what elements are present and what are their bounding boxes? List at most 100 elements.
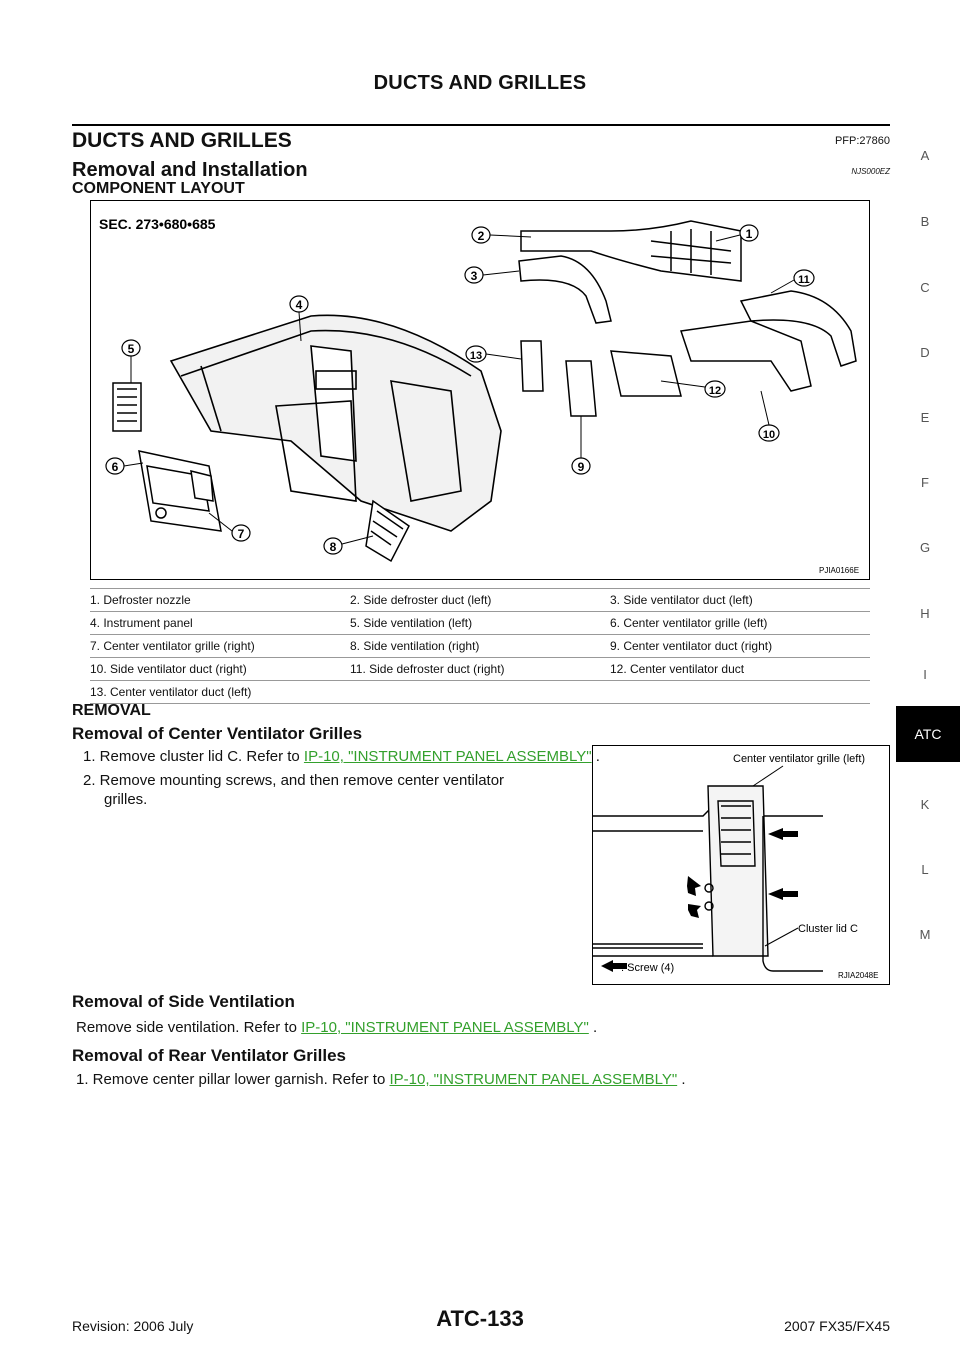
svg-text:3: 3 xyxy=(471,269,478,283)
index-tab-a[interactable]: A xyxy=(920,148,930,163)
step-1: 1. Remove cluster lid C. Refer to IP-10,… xyxy=(83,748,600,765)
legend-item: 4. Instrument panel xyxy=(90,616,193,630)
step-2-line-1: 2. Remove mounting screws, and then remo… xyxy=(83,772,505,789)
component-layout-drawing: SEC. 273•680•685 PJIA0166E xyxy=(99,216,859,575)
index-tab-e[interactable]: E xyxy=(920,410,930,425)
svg-text:13: 13 xyxy=(470,350,482,362)
legend-item: 3. Side ventilator duct (left) xyxy=(610,593,753,607)
index-tab-c[interactable]: C xyxy=(920,280,930,295)
side-ventilation-text: Remove side ventilation. Refer to IP-10,… xyxy=(76,1019,598,1036)
figure1-code: PJIA0166E xyxy=(819,566,859,575)
footer-model: 2007 FX35/FX45 xyxy=(784,1318,890,1334)
svg-text:1: 1 xyxy=(746,227,753,241)
legend-row: 13. Center ventilator duct (left) xyxy=(90,681,870,703)
legend-item: 9. Center ventilator duct (right) xyxy=(610,639,773,653)
svg-text:12: 12 xyxy=(709,385,721,397)
section-title: DUCTS AND GRILLES xyxy=(72,129,292,152)
screw-arrow-icon xyxy=(687,876,701,896)
index-tab-m[interactable]: M xyxy=(919,927,931,942)
pfp-code: PFP:27860 xyxy=(834,135,890,147)
legend-item: 5. Side ventilation (left) xyxy=(350,616,473,630)
legend-arrow-icon xyxy=(601,960,627,972)
component-layout-heading: COMPONENT LAYOUT xyxy=(72,180,245,197)
ip10-link-2[interactable]: IP-10, "INSTRUMENT PANEL ASSEMBLY" xyxy=(301,1019,589,1036)
index-tab-atc[interactable]: ATC xyxy=(896,706,960,762)
index-tab-g[interactable]: G xyxy=(919,540,931,555)
legend-item: 7. Center ventilator grille (right) xyxy=(90,639,255,653)
callout-4: 4 xyxy=(289,295,309,313)
page-header-title: DUCTS AND GRILLES xyxy=(373,72,587,94)
legend-item: 1. Defroster nozzle xyxy=(90,593,191,607)
svg-text:5: 5 xyxy=(128,342,135,356)
removal-heading: REMOVAL xyxy=(72,702,151,719)
label-screw: : Screw (4) xyxy=(621,962,674,974)
side-ventilator-duct-right-drawing xyxy=(680,320,812,392)
svg-text:4: 4 xyxy=(296,298,303,312)
callout-2: 2 xyxy=(471,226,491,244)
callout-10: 10 xyxy=(758,424,780,442)
legend-item: 11. Side defroster duct (right) xyxy=(350,662,505,676)
legend-row: 4. Instrument panel 5. Side ventilation … xyxy=(90,612,870,634)
index-tab-d[interactable]: D xyxy=(920,345,930,360)
screw-arrow-icon xyxy=(688,904,701,918)
svg-text:9: 9 xyxy=(578,460,585,474)
svg-text:8: 8 xyxy=(330,540,337,554)
rear-grilles-heading: Removal of Rear Ventilator Grilles xyxy=(72,1046,346,1065)
callout-13: 13 xyxy=(465,345,487,363)
ip10-link-1[interactable]: IP-10, "INSTRUMENT PANEL ASSEMBLY" xyxy=(303,748,592,765)
instrument-panel-drawing xyxy=(169,314,502,532)
side-ventilator-duct-left-drawing xyxy=(518,255,612,324)
callout-5: 5 xyxy=(121,339,141,357)
step-2-line-2: grilles. xyxy=(104,791,148,808)
ip10-link-3[interactable]: IP-10, "INSTRUMENT PANEL ASSEMBLY" xyxy=(389,1071,678,1088)
svg-text:10: 10 xyxy=(763,429,775,441)
legend-item: 10. Side ventilator duct (right) xyxy=(90,662,247,676)
sec-label: SEC. 273•680•685 xyxy=(99,216,216,232)
callout-3: 3 xyxy=(464,266,484,284)
side-vent-left-drawing xyxy=(112,382,142,432)
center-grille-removal-drawing: Center ventilator grille (left) Cluster … xyxy=(593,753,878,980)
defroster-duct-drawing xyxy=(520,220,742,282)
panel-drawing xyxy=(593,785,823,972)
side-ventilation-heading: Removal of Side Ventilation xyxy=(72,992,295,1011)
callout-9: 9 xyxy=(571,457,591,475)
legend-item: 13. Center ventilator duct (left) xyxy=(90,685,252,699)
index-tab-h[interactable]: H xyxy=(920,606,930,621)
leader-lines xyxy=(123,234,795,545)
index-tab-b[interactable]: B xyxy=(920,214,930,229)
callout-7: 7 xyxy=(231,524,251,542)
screw-arrow-icon xyxy=(768,888,798,900)
callout-11: 11 xyxy=(793,269,815,287)
legend-item: 2. Side defroster duct (left) xyxy=(350,593,492,607)
svg-text:2: 2 xyxy=(478,229,485,243)
legend-row: 1. Defroster nozzle 2. Side defroster du… xyxy=(90,589,870,611)
center-grille-drawing xyxy=(138,450,222,532)
component-layout-figure: SEC. 273•680•685 PJIA0166E xyxy=(90,200,870,580)
header-rule xyxy=(72,124,890,126)
footer-page-number: ATC-133 xyxy=(436,1306,524,1331)
index-tab-k[interactable]: K xyxy=(920,797,930,812)
legend-top-rule xyxy=(90,588,870,589)
svg-text:7: 7 xyxy=(238,527,245,541)
callout-1: 1 xyxy=(739,224,759,242)
index-tab-l[interactable]: L xyxy=(921,862,929,877)
figure2-code: RJIA2048E xyxy=(838,971,878,980)
legend-row: 10. Side ventilator duct (right) 11. Sid… xyxy=(90,658,870,680)
side-vent-right-drawing xyxy=(365,499,410,563)
legend-item: 8. Side ventilation (right) xyxy=(350,639,480,653)
svg-text:11: 11 xyxy=(798,274,810,286)
callout-12: 12 xyxy=(704,380,726,398)
index-tab-i[interactable]: I xyxy=(923,667,927,682)
subsection-title: Removal and Installation xyxy=(72,159,308,181)
component-legend: 1. Defroster nozzle 2. Side defroster du… xyxy=(90,588,870,704)
legend-item: 12. Center ventilator duct xyxy=(610,662,745,676)
svg-text:6: 6 xyxy=(112,460,119,474)
callout-8: 8 xyxy=(323,537,343,555)
index-tab-f[interactable]: F xyxy=(921,475,929,490)
footer-revision: Revision: 2006 July xyxy=(72,1318,194,1334)
screw-arrow-icon xyxy=(768,828,798,840)
rear-step-1: 1. Remove center pillar lower garnish. R… xyxy=(76,1071,686,1088)
step-1-text: 1. Remove cluster lid C. Refer to xyxy=(83,748,304,765)
legend-item: 6. Center ventilator grille (left) xyxy=(610,616,768,630)
section-code: NJS000EZ xyxy=(851,167,890,176)
